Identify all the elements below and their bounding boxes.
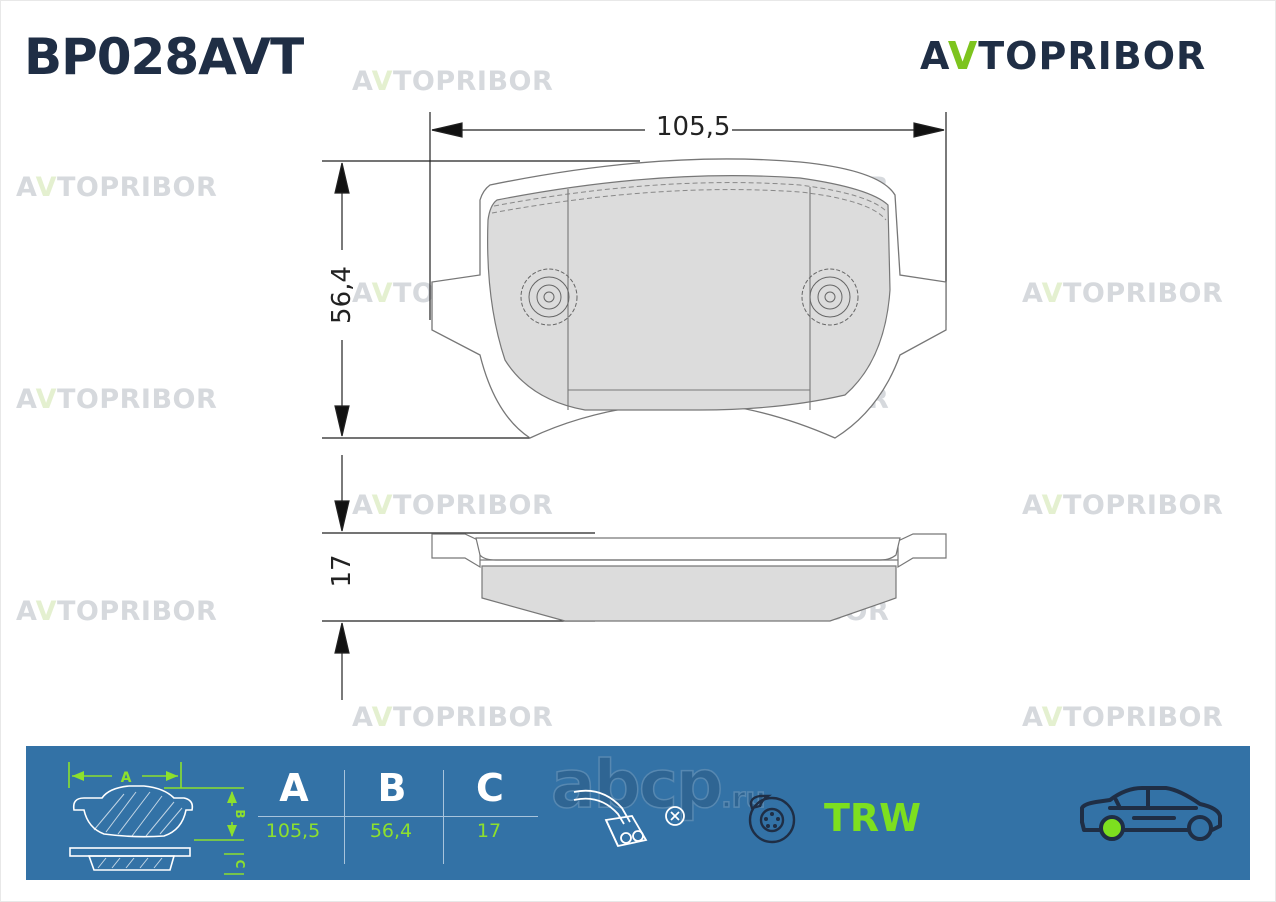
brake-pad-technical-drawing	[322, 112, 947, 700]
brand-logo-text: TOPRIBOR	[978, 34, 1207, 78]
pad-schematic-icon: A B C	[68, 762, 247, 875]
watermark-logo: AVTOPRIBOR	[16, 596, 218, 627]
manufacturer-cross-reference: TRW	[824, 796, 922, 840]
thickness-dimension-label: 17	[327, 554, 357, 588]
spec-header-a: A	[279, 766, 309, 810]
brand-logo-v: V	[947, 34, 979, 78]
spec-column-separator	[344, 770, 345, 864]
height-dimension-label: 56,4	[327, 266, 357, 324]
width-dimension-label: 105,5	[656, 112, 731, 142]
watermark-logo: AVTOPRIBOR	[1022, 490, 1224, 521]
wear-sensor-not-included-icon	[573, 789, 685, 848]
svg-text:C: C	[233, 860, 247, 869]
pad-side-view	[431, 533, 947, 622]
pad-friction-material	[487, 175, 891, 411]
spec-column-separator	[443, 770, 444, 864]
watermark-logo: AVTOPRIBOR	[352, 702, 554, 733]
brake-disc-icon	[748, 794, 796, 844]
spec-panel: A B C A B C 105,5 56,4 17 abcp.ru	[26, 745, 1250, 880]
part-number-title: BP028AVT	[24, 28, 304, 86]
svg-text:A: A	[121, 770, 132, 786]
watermark-logo: AVTOPRIBOR	[1022, 702, 1224, 733]
watermark-logo: AVTOPRIBOR	[352, 66, 554, 97]
pad-mounting-hole-right	[801, 268, 859, 326]
svg-text:B: B	[233, 809, 247, 818]
brand-logo-a: A	[920, 34, 948, 78]
spec-value-b: 56,4	[369, 820, 413, 842]
thickness-dimension-line	[322, 455, 595, 700]
watermark-logo: AVTOPRIBOR	[352, 490, 554, 521]
watermark-logo: AVTOPRIBOR	[16, 384, 218, 415]
car-rear-axle-icon	[1080, 786, 1222, 841]
spec-header-c: C	[476, 766, 504, 810]
pad-mounting-hole-left	[520, 268, 578, 326]
spec-table-divider	[258, 816, 538, 817]
spec-value-c: 17	[476, 820, 502, 842]
brand-logo: AVTOPRIBOR	[920, 34, 1206, 78]
spec-value-a: 105,5	[265, 820, 321, 842]
abcp-watermark: abcp.ru	[550, 745, 766, 824]
watermark-logo: AVTOPRIBOR	[1022, 278, 1224, 309]
watermark-logo: AVTOPRIBOR	[16, 172, 218, 203]
spec-header-b: B	[377, 766, 407, 810]
height-dimension-line	[322, 160, 640, 439]
